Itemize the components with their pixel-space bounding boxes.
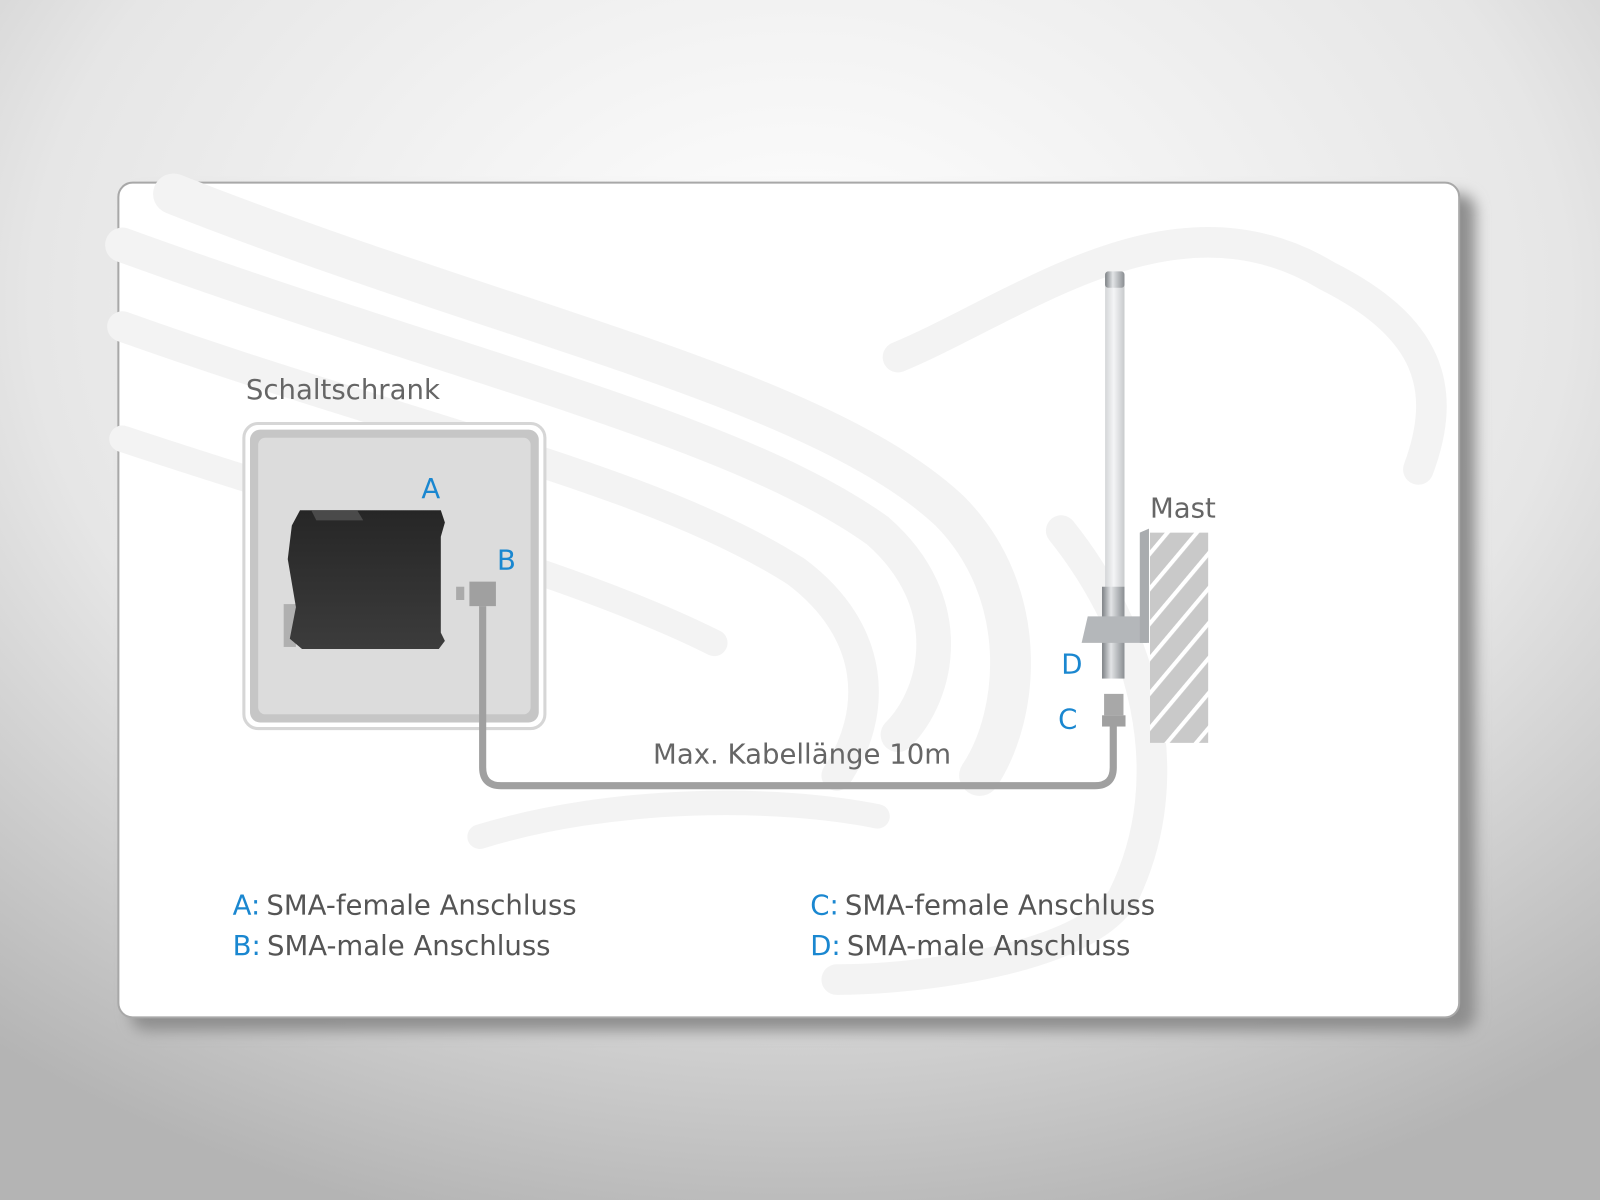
cable-length-label: Max. Kabellänge 10m <box>653 738 951 770</box>
router-device <box>283 510 445 649</box>
label-a: A <box>421 473 440 505</box>
legend-item: D:SMA-male Anschluss <box>810 930 1130 962</box>
connector-b <box>456 581 496 607</box>
cabinet-title: Schaltschrank <box>246 374 440 406</box>
mast <box>1150 532 1209 743</box>
label-c: C <box>1058 704 1077 736</box>
antenna <box>1081 271 1149 679</box>
legend: A:SMA-female Anschluss B:SMA-male Anschl… <box>233 889 1155 962</box>
label-d: D <box>1061 648 1082 680</box>
connector-c <box>1102 693 1126 727</box>
label-b: B <box>497 544 516 576</box>
cable <box>479 606 1117 790</box>
legend-item: A:SMA-female Anschluss <box>233 889 577 921</box>
mast-title: Mast <box>1150 492 1216 524</box>
legend-item: B:SMA-male Anschluss <box>233 930 551 962</box>
legend-item: C:SMA-female Anschluss <box>810 889 1155 921</box>
